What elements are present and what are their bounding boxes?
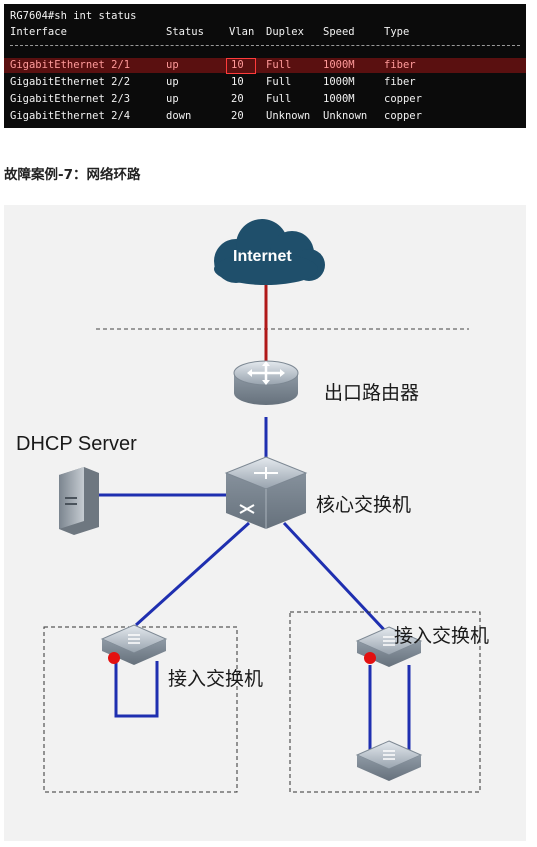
cell-interface: GigabitEthernet 2/1 <box>10 59 131 71</box>
vlan-highlight-box <box>226 58 256 74</box>
cell-duplex: Full <box>266 93 292 105</box>
dhcp-server-label: DHCP Server <box>16 433 137 455</box>
terminal-header-row: Interface Status Vlan Duplex Speed Type <box>4 25 526 40</box>
table-row: GigabitEthernet 2/2 up 10 Full 1000M fib… <box>4 75 526 90</box>
core-access-left-link <box>134 521 251 627</box>
access-switch-right-label: 接入交换机 <box>394 625 490 647</box>
cell-vlan: 10 <box>231 76 244 88</box>
access-switch-right-icon <box>355 626 423 667</box>
column-header: Vlan <box>229 26 255 38</box>
table-row: GigabitEthernet 2/3 up 20 Full 1000M cop… <box>4 92 526 107</box>
column-header: Duplex <box>266 26 304 38</box>
network-diagram: Internet 出口路由器 DHCP Server 核心交换机 接入交换机 接… <box>4 205 526 841</box>
cell-status: up <box>166 93 179 105</box>
router-icon <box>233 360 299 405</box>
terminal-output: RG7604#sh int status Interface Status Vl… <box>4 4 526 128</box>
cell-interface: GigabitEthernet 2/3 <box>10 93 131 105</box>
column-header: Status <box>166 26 204 38</box>
cell-type: copper <box>384 110 422 122</box>
cell-vlan: 20 <box>231 93 244 105</box>
cell-interface: GigabitEthernet 2/4 <box>10 110 131 122</box>
access-switch-lower-icon <box>355 740 423 781</box>
loop-port-indicator <box>364 652 376 664</box>
cell-duplex: Unknown <box>266 110 311 122</box>
cell-duplex: Full <box>266 59 292 71</box>
column-header: Type <box>384 26 410 38</box>
column-header: Interface <box>10 26 67 38</box>
dhcp-server-icon <box>59 467 99 535</box>
table-row: GigabitEthernet 2/1 up 10 Full 1000M fib… <box>4 58 526 73</box>
cell-type: copper <box>384 93 422 105</box>
access-switch-left-label: 接入交换机 <box>168 668 264 690</box>
core-access-right-link <box>282 521 391 637</box>
cell-speed: 1000M <box>323 76 355 88</box>
core-switch-icon <box>224 456 308 529</box>
left-access-area <box>43 626 238 793</box>
table-row: GigabitEthernet 2/4 down 20 Unknown Unkn… <box>4 109 526 124</box>
cell-duplex: Full <box>266 76 292 88</box>
core-switch-label: 核心交换机 <box>316 494 412 516</box>
loop-port-indicator <box>108 652 120 664</box>
left-loop-cable <box>114 661 159 718</box>
case-title: 故障案例-7：网络环路 <box>4 167 141 183</box>
cell-type: fiber <box>384 76 416 88</box>
cell-status: up <box>166 59 179 71</box>
cell-type: fiber <box>384 59 416 71</box>
right-access-area <box>289 611 481 793</box>
cell-speed: 1000M <box>323 93 355 105</box>
cell-vlan: 20 <box>231 110 244 122</box>
access-switch-left-icon <box>100 624 168 665</box>
router-label: 出口路由器 <box>324 382 420 404</box>
cell-speed: Unknown <box>323 110 368 122</box>
cell-status: down <box>166 110 192 122</box>
internet-cloud-icon <box>214 219 325 285</box>
cell-interface: GigabitEthernet 2/2 <box>10 76 131 88</box>
header-separator <box>10 45 520 46</box>
column-header: Speed <box>323 26 355 38</box>
cell-vlan: 10 <box>231 59 244 71</box>
terminal-prompt: RG7604#sh int status <box>10 10 137 22</box>
internet-label: Internet <box>233 248 292 265</box>
cell-speed: 1000M <box>323 59 355 71</box>
cell-status: up <box>166 76 179 88</box>
